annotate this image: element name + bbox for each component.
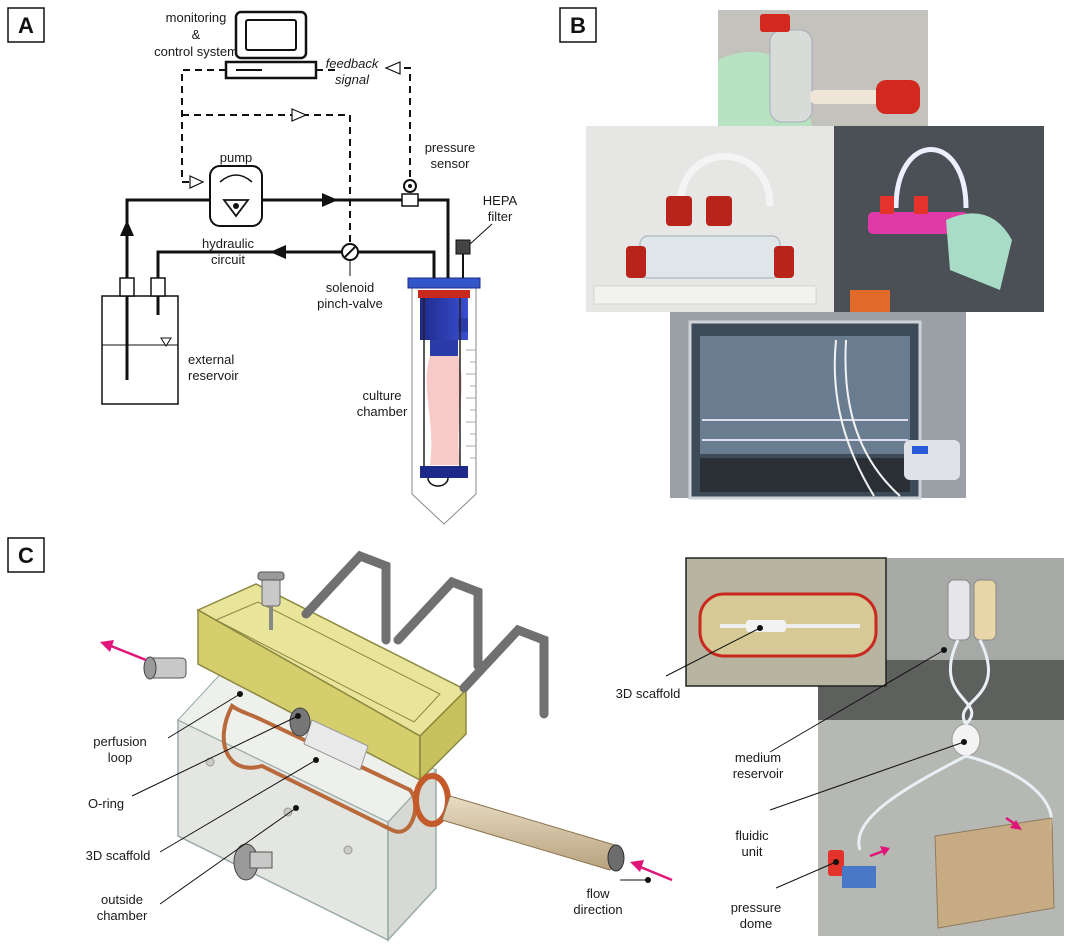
label-fluidic-unit: unit: [742, 844, 763, 859]
photo-hand-chamber: [834, 126, 1044, 312]
label-pinch-valve: pinch-valve: [317, 296, 383, 311]
flow-out-arrow: [105, 642, 147, 662]
label-pump: pump: [220, 150, 253, 165]
label-external: external: [188, 352, 234, 367]
panel-a-letter: A: [18, 13, 34, 38]
o-ring: [413, 773, 451, 827]
bottom-connector: [233, 843, 273, 881]
solenoid-valve-icon: [341, 243, 359, 276]
clamp-hooks: [301, 550, 549, 719]
hydraulic-lines: [125, 198, 450, 278]
flow-out-arrowhead-icon: [100, 640, 114, 652]
feedback-arrow-icon: [384, 61, 401, 75]
panel-b-badge: [559, 7, 597, 43]
hepa-filter-icon: [455, 223, 493, 270]
label-circuit: circuit: [211, 252, 245, 267]
label-chamber: chamber: [357, 404, 408, 419]
top-connector: [257, 571, 285, 630]
label-sensor: sensor: [430, 156, 470, 171]
device-leader-lines: [131, 693, 648, 905]
device-leader-dots: [237, 691, 651, 883]
label-filter: filter: [488, 209, 513, 224]
flow-rod: [441, 795, 625, 872]
flow-in-arrowhead-icon: [630, 860, 644, 872]
label-hydraulic: hydraulic: [202, 236, 255, 251]
signal-arrow-icon: [291, 108, 308, 122]
photo-leader-dots: [757, 625, 967, 865]
label-direction: direction: [573, 902, 622, 917]
label-fluidic: fluidic: [735, 828, 769, 843]
label-feedback: feedback: [326, 56, 380, 71]
photo-glove-tubing: [718, 10, 928, 126]
label-signal: signal: [335, 72, 370, 87]
scaffold-cylinder: [289, 707, 369, 771]
label-scaffold-photo: 3D scaffold: [616, 686, 681, 701]
pump-signal-arrow-icon: [189, 175, 205, 189]
flow-arrow-left-icon: [270, 245, 286, 259]
culture-chamber-icon: [407, 256, 481, 525]
label-pressure: pressure: [425, 140, 476, 155]
panel-a: A monitoring & control system feedback s…: [7, 7, 518, 525]
label-solenoid: solenoid: [326, 280, 374, 295]
label-culture: culture: [362, 388, 401, 403]
left-connector: [143, 656, 187, 680]
label-perfusion: perfusion: [93, 734, 146, 749]
label-hepa: HEPA: [483, 193, 518, 208]
label-monitoring-amp: &: [192, 27, 201, 42]
external-reservoir-icon: [101, 277, 179, 405]
label-reservoir: reservoir: [188, 368, 239, 383]
label-monitoring: monitoring: [166, 10, 227, 25]
pump-icon: [209, 165, 263, 227]
panel-a-badge: [7, 7, 45, 43]
label-3d-scaffold: 3D scaffold: [86, 848, 151, 863]
label-pressure-dome: pressure: [731, 900, 782, 915]
photo-glass-chamber: [586, 126, 834, 312]
label-control-system: control system: [154, 44, 238, 59]
computer-icon: [224, 10, 318, 80]
label-medium-reservoir: reservoir: [733, 766, 784, 781]
flow-arrow-right-icon: [322, 193, 338, 207]
panel-c-badge: [7, 537, 45, 573]
device-lid: [196, 583, 468, 782]
panel-c: C: [7, 537, 1064, 942]
label-outside-chamber: chamber: [97, 908, 148, 923]
photo-incubator: [670, 312, 966, 500]
label-dome: dome: [740, 916, 773, 931]
perfusion-loop: [221, 702, 418, 834]
flow-in-arrow: [637, 864, 673, 882]
panel-c-letter: C: [18, 543, 34, 568]
label-flow: flow: [586, 886, 610, 901]
photo-leader-lines: [665, 627, 965, 889]
photo-perfusion-setup: [818, 558, 1064, 936]
flow-arrow-up-icon: [120, 220, 134, 236]
label-medium: medium: [735, 750, 781, 765]
label-loop: loop: [108, 750, 133, 765]
pressure-sensor-icon: [401, 179, 419, 207]
label-o-ring: O-ring: [88, 796, 124, 811]
panel-b-letter: B: [570, 13, 586, 38]
inset-scaffold: [685, 557, 887, 687]
label-outside: outside: [101, 892, 143, 907]
panel-b: B: [559, 7, 1044, 500]
